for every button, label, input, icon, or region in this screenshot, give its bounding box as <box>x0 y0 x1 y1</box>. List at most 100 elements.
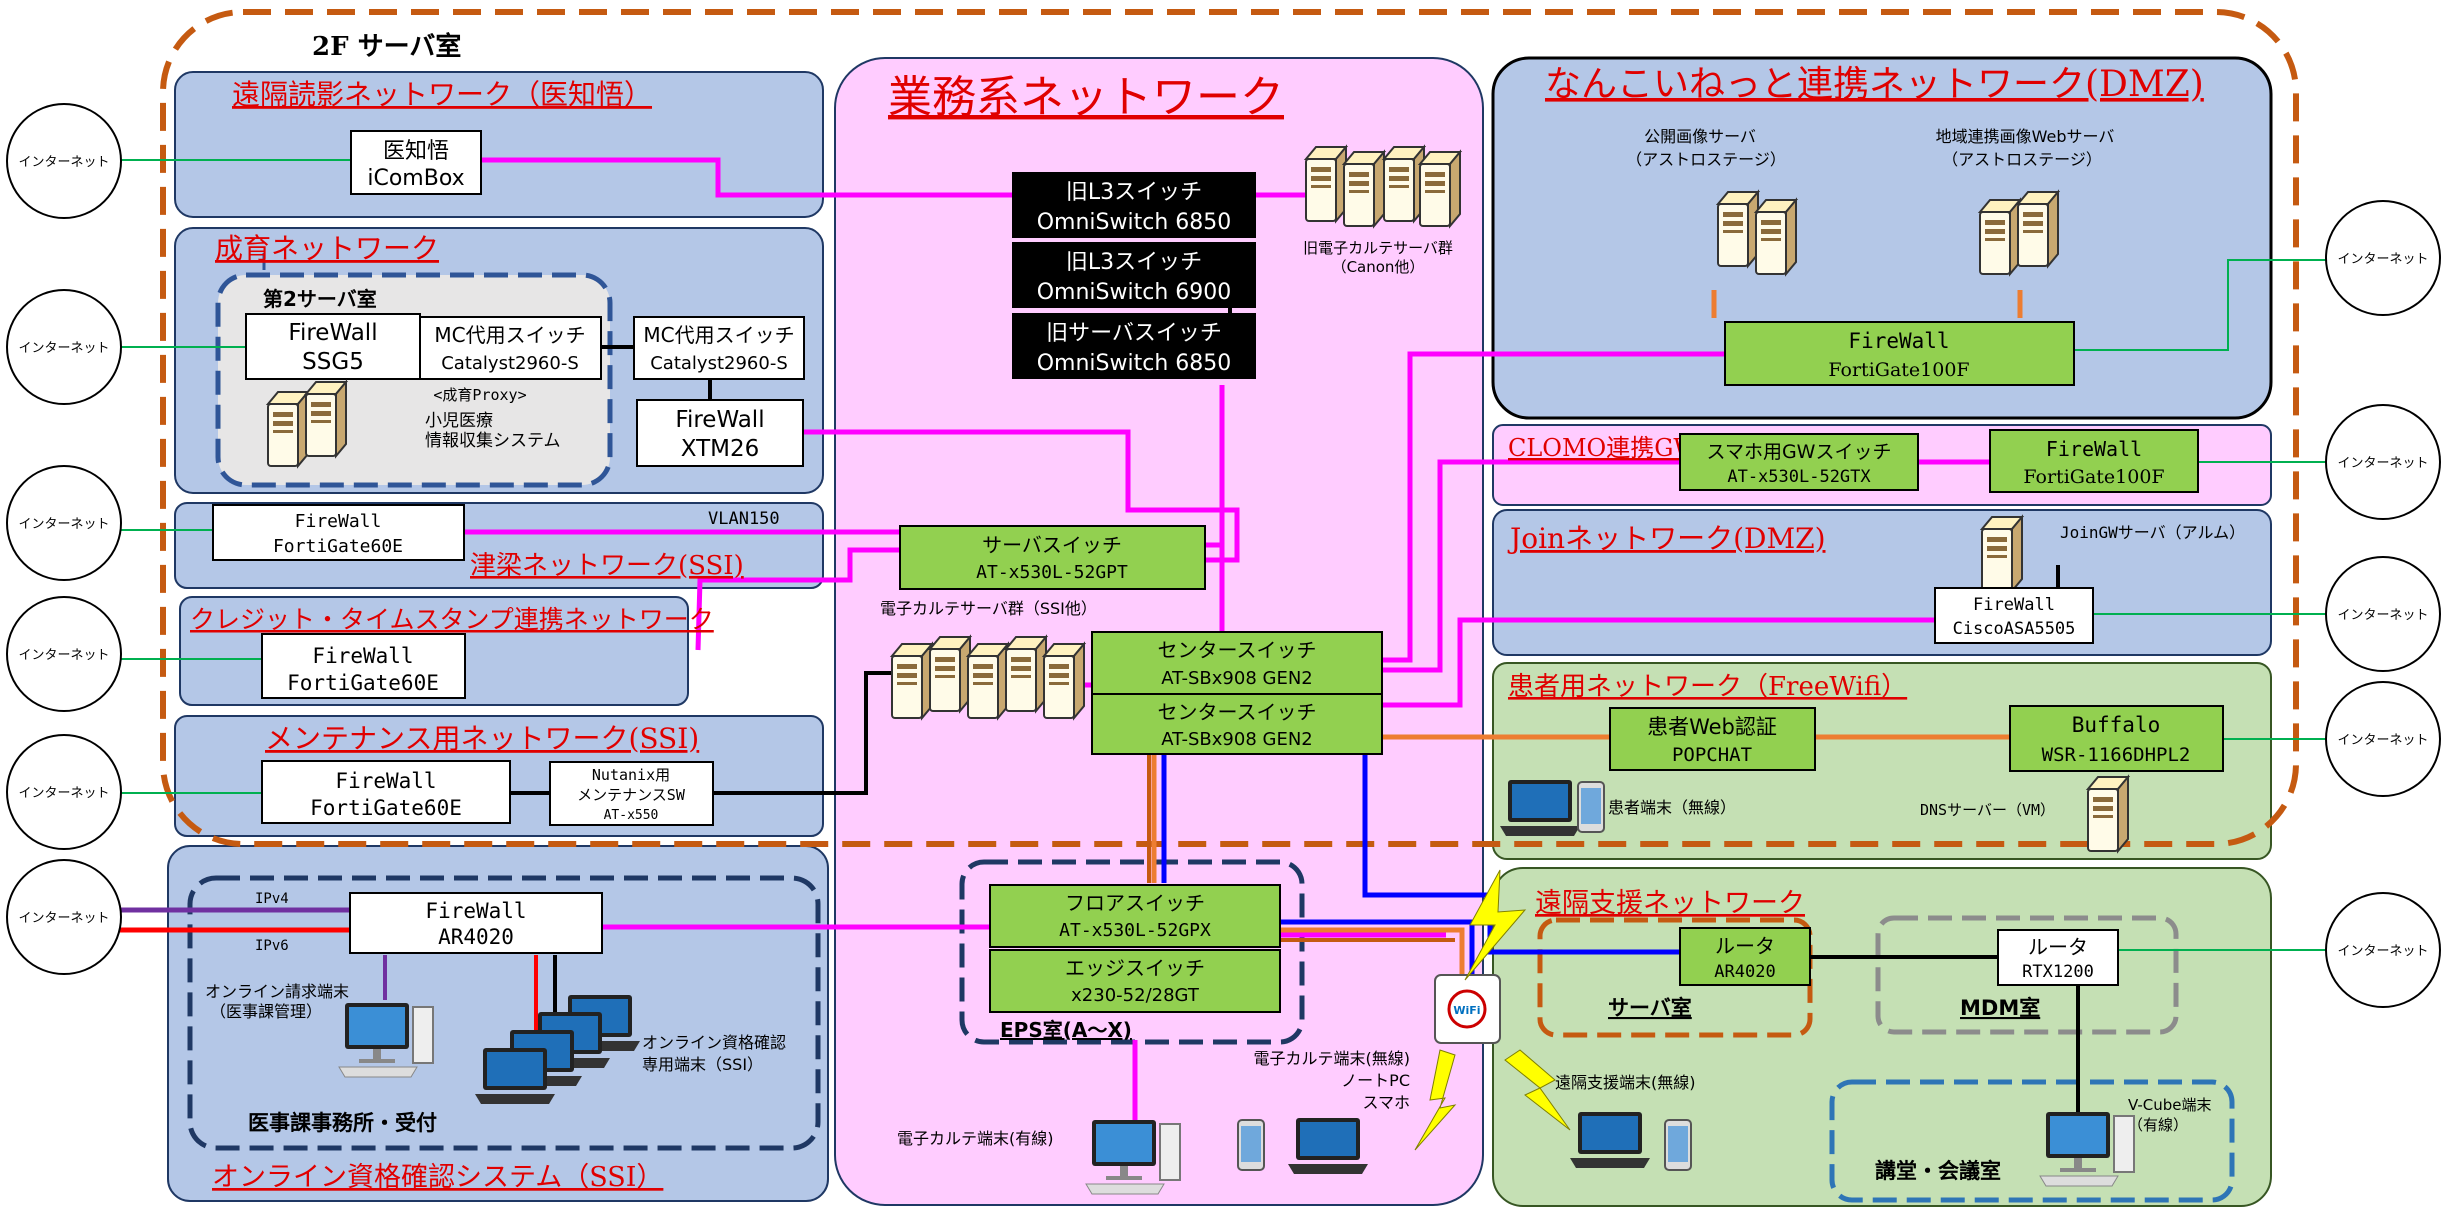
internet-node: インターネット <box>6 734 122 850</box>
vcube-label: （有線） <box>2128 1116 2188 1134</box>
svg-text:スマホ用GWスイッチ: スマホ用GWスイッチ <box>1707 441 1892 463</box>
firewall-fortigate100f-clomo[interactable]: FireWall FortiGate100F <box>1989 429 2199 493</box>
svg-text:サーバスイッチ: サーバスイッチ <box>982 533 1122 557</box>
remote-reading-section <box>174 71 824 218</box>
ijika-area <box>187 875 821 1151</box>
ekarte-wireless-label: スマホ <box>1362 1093 1410 1112</box>
internet-node: インターネット <box>2325 200 2441 316</box>
mc-switch-2[interactable]: MC代用スイッチ Catalyst2960-S <box>633 316 805 380</box>
eps-area <box>959 859 1305 1045</box>
ipv4-label: IPv4 <box>255 891 289 907</box>
firewall-fortigate60e-maintenance[interactable]: FireWall FortiGate60E <box>261 760 511 824</box>
mdm-room-label: MDM室 <box>1960 996 2040 1020</box>
svg-text:FireWall: FireWall <box>425 899 526 923</box>
svg-text:FireWall: FireWall <box>288 320 377 346</box>
svg-text:インターネット: インターネット <box>18 786 109 801</box>
auditorium-area <box>1829 1079 2235 1203</box>
svg-text:エッジスイッチ: エッジスイッチ <box>1065 956 1205 980</box>
seiiku-proxy-label: <成育Proxy> <box>433 386 526 404</box>
svg-text:メンテナンスSW: メンテナンスSW <box>577 786 686 804</box>
firewall-ssg5[interactable]: FireWall SSG5 <box>245 313 421 380</box>
svg-text:Buffalo: Buffalo <box>2072 713 2161 737</box>
svg-text:iComBox: iComBox <box>367 166 464 191</box>
center-switch-1[interactable]: センタースイッチ AT-SBx908 GEN2 <box>1091 631 1383 695</box>
svg-text:旧サーバスイッチ: 旧サーバスイッチ <box>1046 321 1222 346</box>
buffalo-router[interactable]: Buffalo WSR-1166DHPL2 <box>2009 705 2224 772</box>
ekarte-servers <box>891 636 1085 719</box>
regional-image-server-label: 地域連携画像Webサーバ <box>1936 127 2115 146</box>
svg-text:インターネット: インターネット <box>2337 733 2428 748</box>
regional-image-server-label: （アストロステージ） <box>1942 150 2102 169</box>
server-switch-x530[interactable]: サーバスイッチ AT-x530L-52GPT <box>899 525 1206 590</box>
nutanix-maintenance-switch[interactable]: Nutanix用 メンテナンスSW AT-x550 <box>549 761 714 826</box>
old-l3-switch-6850[interactable]: 旧L3スイッチ OmniSwitch 6850 <box>1012 172 1256 238</box>
joingw-server <box>1981 516 2023 592</box>
svg-text:インターネット: インターネット <box>2337 252 2428 267</box>
old-l3-switch-6900[interactable]: 旧L3スイッチ OmniSwitch 6900 <box>1012 242 1256 308</box>
floor-switch-x530[interactable]: フロアスイッチ AT-x530L-52GPX <box>989 884 1281 948</box>
ijika-label: 医事課事務所・受付 <box>248 1111 437 1135</box>
old-server-switch-6850[interactable]: 旧サーバスイッチ OmniSwitch 6850 <box>1012 313 1256 379</box>
svg-text:ルータ: ルータ <box>1715 934 1775 958</box>
center-switch-2[interactable]: センタースイッチ AT-SBx908 GEN2 <box>1091 693 1383 755</box>
svg-text:CiscoASA5505: CiscoASA5505 <box>1953 619 2076 639</box>
svg-text:旧L3スイッチ: 旧L3スイッチ <box>1066 180 1202 205</box>
public-image-servers <box>1717 191 1797 275</box>
internet-node: インターネット <box>6 289 122 405</box>
floor-2f-outline <box>160 9 2299 847</box>
mc-switch-1[interactable]: MC代用スイッチ Catalyst2960-S <box>419 316 602 380</box>
firewall-fortigate60e-credit[interactable]: FireWall FortiGate60E <box>261 633 466 699</box>
svg-text:インターネット: インターネット <box>2337 944 2428 959</box>
ichigo-icombox[interactable]: 医知悟 iComBox <box>350 130 482 195</box>
internet-node: インターネット <box>2325 556 2441 672</box>
internet-node: インターネット <box>2325 404 2441 520</box>
public-image-server-label: 公開画像サーバ <box>1644 127 1756 146</box>
internet-node: インターネット <box>2325 892 2441 1008</box>
ekarte-wireless-label: ノートPC <box>1341 1071 1410 1090</box>
ipv6-label: IPv6 <box>255 938 289 954</box>
server2-label: 第2サーバ室 <box>263 287 377 311</box>
regional-image-servers <box>1979 191 2059 275</box>
seiiku-title: 成育ネットワーク <box>215 232 439 265</box>
smartphone-gw-switch[interactable]: スマホ用GWスイッチ AT-x530L-52GTX <box>1679 433 1919 491</box>
nankoi-section <box>1491 56 2273 420</box>
svg-text:FortiGate60E: FortiGate60E <box>273 536 403 557</box>
svg-text:x230-52/28GT: x230-52/28GT <box>1071 985 1200 1006</box>
svg-text:インターネット: インターネット <box>18 517 109 532</box>
remote-terminal-label: 遠隔支援端末(無線) <box>1555 1073 1696 1092</box>
mdm-room-area <box>1875 915 2179 1035</box>
svg-text:POPCHAT: POPCHAT <box>1672 744 1752 766</box>
router-ar4020[interactable]: ルータ AR4020 <box>1679 927 1811 986</box>
svg-text:ルータ: ルータ <box>2028 935 2088 959</box>
svg-text:FireWall: FireWall <box>675 407 764 433</box>
svg-text:AT-x530L-52GPX: AT-x530L-52GPX <box>1059 920 1211 941</box>
svg-text:XTM26: XTM26 <box>681 436 760 462</box>
patient-terminal-label: 患者端末（無線） <box>1608 798 1736 817</box>
svg-text:FireWall: FireWall <box>335 769 436 793</box>
svg-text:RTX1200: RTX1200 <box>2022 962 2094 982</box>
seiiku-system-label: 小児医療 <box>425 411 493 431</box>
server-room-label: サーバ室 <box>1608 996 1692 1020</box>
wireless-bolts <box>1414 869 1571 1151</box>
eps-label: EPS室(A～X) <box>1000 1018 1132 1042</box>
joingw-label: JoinGWサーバ（アルム） <box>2060 523 2245 542</box>
firewall-ar4020[interactable]: FireWall AR4020 <box>349 892 603 954</box>
patient-web-auth-popchat[interactable]: 患者Web認証 POPCHAT <box>1609 707 1816 771</box>
old-ekarte-servers <box>1305 146 1461 227</box>
ekarte-laptop <box>1288 1118 1368 1174</box>
firewall-fortigate100f-nankoi[interactable]: FireWall FortiGate100F <box>1724 321 2075 386</box>
svg-text:AT-SBx908 GEN2: AT-SBx908 GEN2 <box>1161 668 1313 689</box>
firewall-fortigate60e-tsuyama[interactable]: FireWall FortiGate60E <box>212 504 465 561</box>
router-rtx1200[interactable]: ルータ RTX1200 <box>1997 929 2119 986</box>
svg-text:Catalyst2960-S: Catalyst2960-S <box>441 353 579 374</box>
firewall-xtm26[interactable]: FireWall XTM26 <box>636 399 804 467</box>
svg-text:インターネット: インターネット <box>18 155 109 170</box>
tsuyama-title: 津梁ネットワーク(SSI) <box>470 551 744 581</box>
svg-text:FortiGate60E: FortiGate60E <box>310 796 462 820</box>
svg-text:AR4020: AR4020 <box>1714 962 1775 982</box>
edge-switch-x230[interactable]: エッジスイッチ x230-52/28GT <box>989 949 1281 1013</box>
remote-support-title: 遠隔支援ネットワーク <box>1535 888 1805 919</box>
firewall-cisco-asa[interactable]: FireWall CiscoASA5505 <box>1934 587 2094 644</box>
svg-text:AR4020: AR4020 <box>438 925 514 949</box>
remote-support-laptop <box>1570 1112 1650 1168</box>
